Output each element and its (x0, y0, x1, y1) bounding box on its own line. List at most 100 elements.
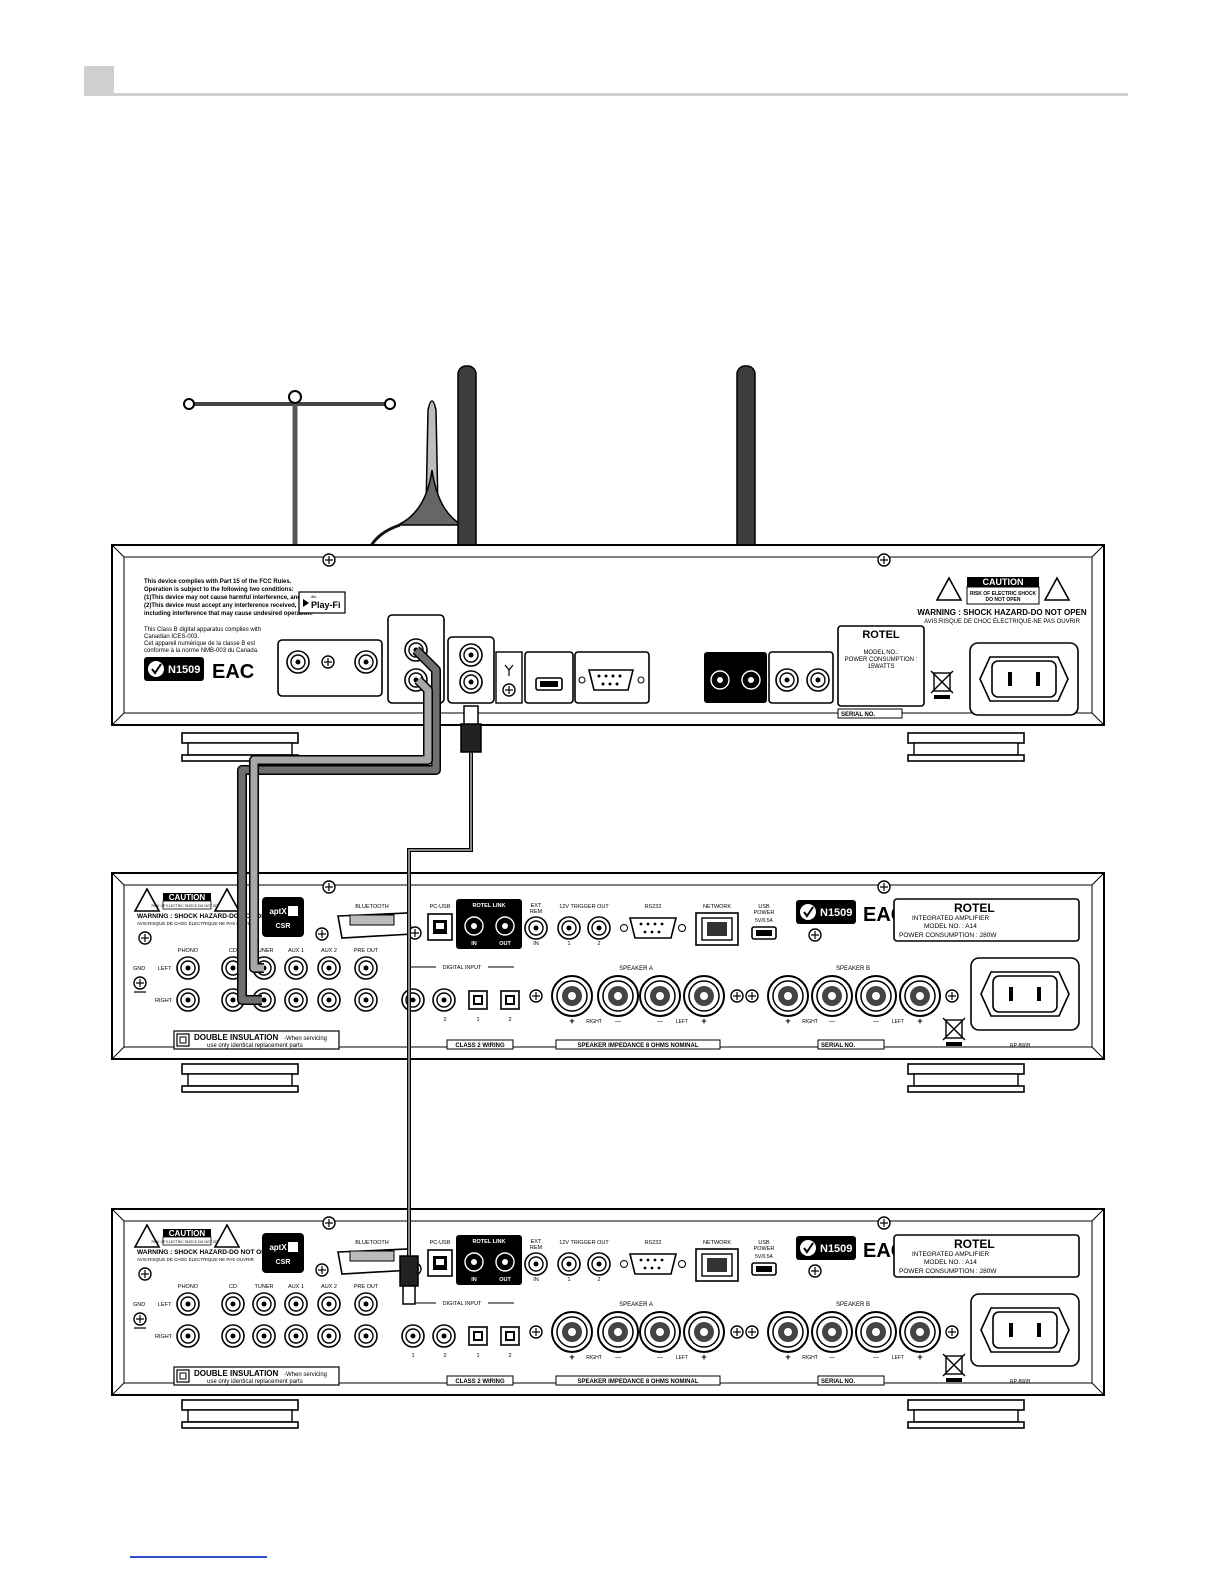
amp1-speaker-a-left-minus[interactable] (639, 975, 681, 1017)
canada-line-4: conforme à la norme NMB-003 du Canada. (144, 648, 259, 654)
dab-antenna-jack[interactable] (354, 650, 378, 674)
amp1-input-cd: CD (229, 948, 237, 954)
fm-antenna-jack[interactable] (286, 650, 310, 674)
streamer-power-line: POWER CONSUMPTION : (845, 657, 918, 663)
amp2-a-minus-l: — (657, 1355, 663, 1361)
amp1-speaker-a-right-minus[interactable] (597, 975, 639, 1017)
streamer-ac-inlet[interactable] (969, 642, 1079, 716)
amp1-optical-2[interactable] (500, 990, 520, 1010)
amp1-trigger-label: 12V TRIGGER OUT (559, 904, 609, 910)
amp2-speaker-a-left-minus[interactable] (639, 1311, 681, 1353)
amp2-rs232-port[interactable] (628, 1253, 678, 1275)
amp1-speaker-a-left-plus[interactable] (683, 975, 725, 1017)
amp1-aptx: aptX (269, 907, 287, 916)
amp1-optical-1[interactable] (468, 990, 488, 1010)
amp2-aptx: aptX (269, 1243, 287, 1252)
amp1-ext-rem-jack[interactable] (524, 916, 548, 940)
footer-link-underline[interactable] (130, 1556, 267, 1558)
amp1-when-servicing: -When servicing (284, 1036, 327, 1042)
amp1-pcusb-label: PC-USB (430, 904, 451, 910)
fcc-line-2: Operation is subject to the following tw… (144, 587, 294, 593)
amp1-ext: EXT (531, 903, 542, 909)
amp1-rs232-label: RS232 (645, 904, 662, 910)
amp2-integrated: INTEGRATED AMPLIFIER (912, 1251, 989, 1258)
amp1-trigger-1-jack[interactable] (557, 916, 581, 940)
playfi-small: dts (311, 594, 316, 599)
amp2-b-minus-r: — (829, 1355, 835, 1361)
amp2-ac-inlet[interactable] (970, 1293, 1080, 1367)
amp1-caution: CAUTION (169, 893, 206, 902)
amp2-a-plus-l: + (701, 1352, 706, 1362)
rotel-link-out-jack[interactable] (459, 670, 483, 694)
amp2-trigger-2-jack[interactable] (587, 1252, 611, 1276)
amp2-ext-rem-jack[interactable] (524, 1252, 548, 1276)
rotel-link-in-jack[interactable] (459, 643, 483, 667)
amp2-optical-2[interactable] (500, 1326, 520, 1346)
rotel-link-cable (399, 705, 482, 1305)
play-icon (303, 599, 309, 607)
canada-line-1: This Class B digital apparatus complies … (144, 627, 261, 633)
amp2-speaker-a-right-plus[interactable] (551, 1311, 593, 1353)
amp2-speaker-a-left-plus[interactable] (683, 1311, 725, 1353)
amp1-ac-inlet[interactable] (970, 957, 1080, 1031)
amp2-avis: AVIS:RISQUE DE CHOC ÉLECTRIQUE-NE PAS OU… (137, 1256, 255, 1262)
amp2-input-cd: CD (229, 1284, 237, 1290)
amp1-caution-sub: RISK OF ELECTRIC SHOCK DO NOT OPEN (151, 904, 223, 908)
amp2-a-right: RIGHT (586, 1355, 602, 1361)
amp2-trigger-1-jack[interactable] (557, 1252, 581, 1276)
amp2-opt-2: 2 (508, 1353, 511, 1359)
amp2-ext: EXT (531, 1239, 542, 1245)
amp1-avis: AVIS:RISQUE DE CHOC ÉLECTRIQUE-NE PAS OU… (137, 920, 255, 926)
amp2-when-servicing: -When servicing (284, 1372, 327, 1378)
amp2-a-minus-r: — (615, 1355, 621, 1361)
amp2-input-aux1: AUX 1 (288, 1284, 304, 1290)
amp1-a-minus-r: — (615, 1019, 621, 1025)
amp2-impedance: SPEAKER IMPEDANCE 8 OHMS NOMINAL (577, 1379, 698, 1385)
amp1-speaker-b: SPEAKER B (836, 966, 870, 972)
amplifier-1-back-panel: CAUTION RISK OF ELECTRIC SHOCK DO NOT OP… (111, 872, 1105, 1060)
streamer-brand: ROTEL (862, 629, 900, 641)
amp2-input-phono: PHONO (178, 1284, 199, 1290)
amp2-trigger-label: 12V TRIGGER OUT (559, 1240, 609, 1246)
amp1-bluetooth-label: BLUETOOTH (355, 904, 389, 910)
analog-stereo-cable (237, 646, 441, 1005)
amp2-right: RIGHT (155, 1334, 173, 1340)
amp2-speaker-b-left-plus[interactable] (899, 1311, 941, 1353)
amp1-trigger-1: 1 (567, 941, 570, 947)
amp2-speaker-b-right-minus[interactable] (811, 1311, 853, 1353)
amp1-rs232-port[interactable] (628, 917, 678, 939)
amp1-speaker-b-right-minus[interactable] (811, 975, 853, 1017)
fcc-line-1: This device complies with Part 15 of the… (144, 579, 292, 585)
amp2-speaker-b-right-plus[interactable] (767, 1311, 809, 1353)
amp1-trigger-2-jack[interactable] (587, 916, 611, 940)
canada-line-3: Cet appareil numérique de la classe B es… (144, 641, 255, 647)
amp2-link-out: OUT (499, 1277, 511, 1283)
amp1-brand: ROTEL (954, 901, 995, 915)
amp2-link-in: IN (471, 1277, 477, 1283)
amp1-a-plus-l: + (701, 1016, 706, 1026)
amp2-optical-1[interactable] (468, 1326, 488, 1346)
amp2-speaker-a-right-minus[interactable] (597, 1311, 639, 1353)
amp1-class2: CLASS 2 WIRING (455, 1043, 505, 1049)
amp1-serial: SERIAL NO. (821, 1043, 856, 1049)
amp1-speaker-a-right-plus[interactable] (551, 975, 593, 1017)
amp2-warning: WARNING : SHOCK HAZARD-DO NOT OPEN (137, 1249, 275, 1256)
amp1-speaker-b-left-minus[interactable] (855, 975, 897, 1017)
fcc-line-4: (2)This device must accept any interfere… (144, 603, 297, 609)
amp1-speaker-b-left-plus[interactable] (899, 975, 941, 1017)
amp1-double-insulation: DOUBLE INSULATION (194, 1033, 279, 1042)
amp2-speaker-b-left-minus[interactable] (855, 1311, 897, 1353)
amp1-impedance: SPEAKER IMPEDANCE 8 OHMS NOMINAL (577, 1043, 698, 1049)
streamer-warning: WARNING : SHOCK HAZARD-DO NOT OPEN (917, 608, 1087, 617)
amp2-csr: CSR (276, 1259, 291, 1266)
amp2-left: LEFT (158, 1302, 172, 1308)
amp1-b-left: LEFT (892, 1019, 904, 1025)
amp1-speaker-b-right-plus[interactable] (767, 975, 809, 1017)
amp2-pcusb-label: PC-USB (430, 1240, 451, 1246)
amp1-usb-rating: 5V/0.5A (755, 918, 773, 924)
amp1-network-label: NETWORK (703, 904, 731, 910)
amp2-power: POWER CONSUMPTION : 280W (899, 1268, 997, 1275)
amp1-usb-label2: POWER (754, 910, 775, 916)
amp2-gnd: GND (133, 1302, 145, 1308)
amp2-n-mark: N1509 (820, 1243, 852, 1255)
